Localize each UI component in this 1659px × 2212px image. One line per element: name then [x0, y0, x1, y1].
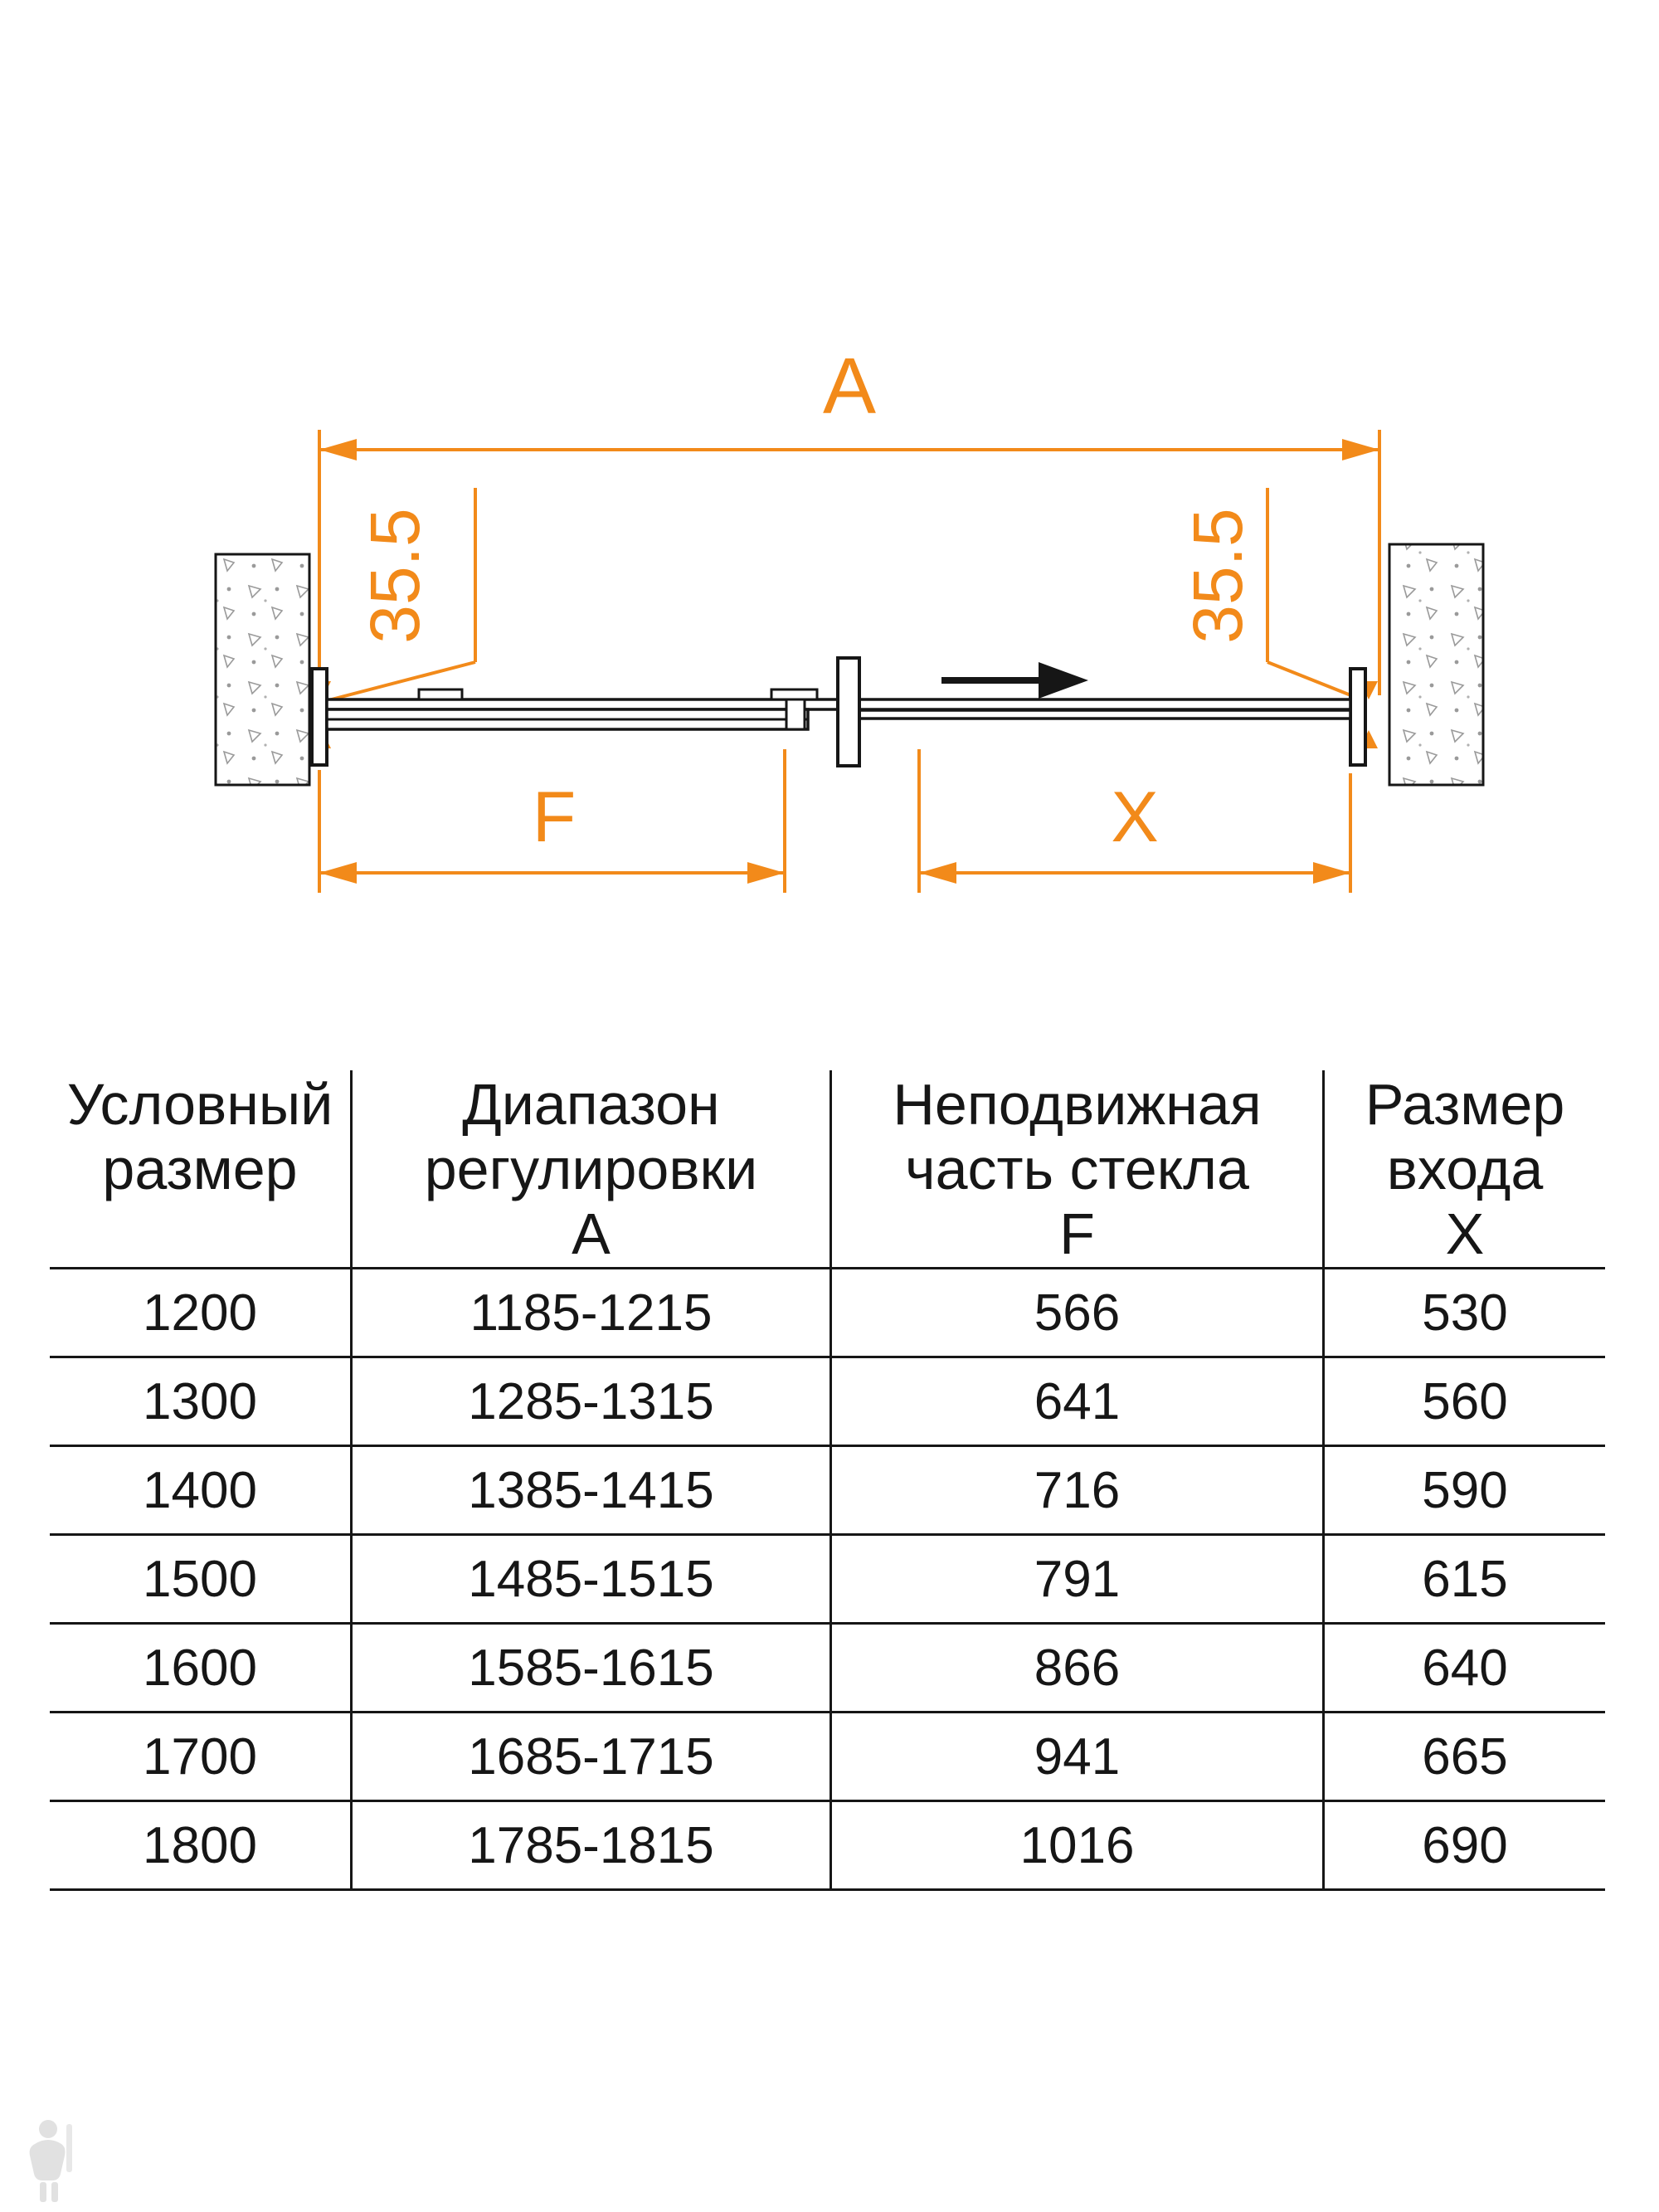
- table-cell: 1600: [50, 1625, 353, 1713]
- table-cell: 1300: [50, 1358, 353, 1447]
- table-cell: 1585-1615: [353, 1625, 832, 1713]
- header-line: Условный: [66, 1072, 333, 1137]
- table-cell: 590: [1325, 1447, 1605, 1536]
- table-cell: 615: [1325, 1536, 1605, 1625]
- col-header-conditional-size: Условный размер: [50, 1070, 353, 1269]
- table-cell: 1785-1815: [353, 1802, 832, 1891]
- col-header-adjustment-range: Диапазон регулировки A: [353, 1070, 832, 1269]
- table-cell: 1285-1315: [353, 1358, 832, 1447]
- dimension-x: X: [917, 749, 1352, 893]
- table-cell: 641: [832, 1358, 1325, 1447]
- table-cell: 1185-1215: [353, 1269, 832, 1358]
- table-cell: 1016: [832, 1802, 1325, 1891]
- dimension-table: Условный размер Диапазон регулировки A Н…: [50, 1070, 1605, 1891]
- header-line: X: [1445, 1201, 1485, 1266]
- dim-x-label: X: [1111, 777, 1158, 857]
- table-cell: 1800: [50, 1802, 353, 1891]
- header-line: Диапазон: [462, 1072, 720, 1137]
- door-profile: [310, 656, 1367, 767]
- table-cell: 1385-1415: [353, 1447, 832, 1536]
- dim-a-label: A: [823, 342, 876, 431]
- table-cell: 690: [1325, 1802, 1605, 1891]
- header-line: размер: [102, 1137, 298, 1201]
- dimension-a: A: [318, 342, 1381, 695]
- table-cell: 1685-1715: [353, 1713, 832, 1802]
- table-cell: 665: [1325, 1713, 1605, 1802]
- table-cell: 640: [1325, 1625, 1605, 1713]
- table-cell: 1700: [50, 1713, 353, 1802]
- dimension-f: F: [318, 749, 786, 893]
- header-line: регулировки: [424, 1137, 758, 1201]
- table-cell: 530: [1325, 1269, 1605, 1358]
- dim-wall-right-label: 35.5: [1179, 508, 1257, 644]
- header-line: часть стекла: [905, 1137, 1249, 1201]
- table-cell: 941: [832, 1713, 1325, 1802]
- door-handle: [836, 656, 861, 767]
- table-cell: 566: [832, 1269, 1325, 1358]
- table-cell: 716: [832, 1447, 1325, 1536]
- dim-f-label: F: [533, 777, 577, 857]
- table-cell: 791: [832, 1536, 1325, 1625]
- left-wall: [214, 553, 311, 787]
- table-cell: 560: [1325, 1358, 1605, 1447]
- right-wall: [1388, 543, 1485, 787]
- technical-diagram: A 35.5 35.5: [214, 342, 1485, 893]
- header-line: Размер: [1365, 1072, 1565, 1137]
- watermark-logo: [23, 2116, 83, 2211]
- table-cell: 1200: [50, 1269, 353, 1358]
- slide-direction-arrow-icon: [941, 662, 1088, 699]
- header-line: Неподвижная: [893, 1072, 1262, 1137]
- col-header-fixed-glass: Неподвижная часть стекла F: [832, 1070, 1325, 1269]
- header-line: F: [1059, 1201, 1095, 1266]
- dim-wall-left-label: 35.5: [356, 508, 434, 644]
- table-cell: 1485-1515: [353, 1536, 832, 1625]
- header-line: входа: [1386, 1137, 1544, 1201]
- col-header-entrance-size: Размер входа X: [1325, 1070, 1605, 1269]
- table-cell: 866: [832, 1625, 1325, 1713]
- table-cell: 1500: [50, 1536, 353, 1625]
- table-cell: 1400: [50, 1447, 353, 1536]
- header-line: A: [572, 1201, 611, 1266]
